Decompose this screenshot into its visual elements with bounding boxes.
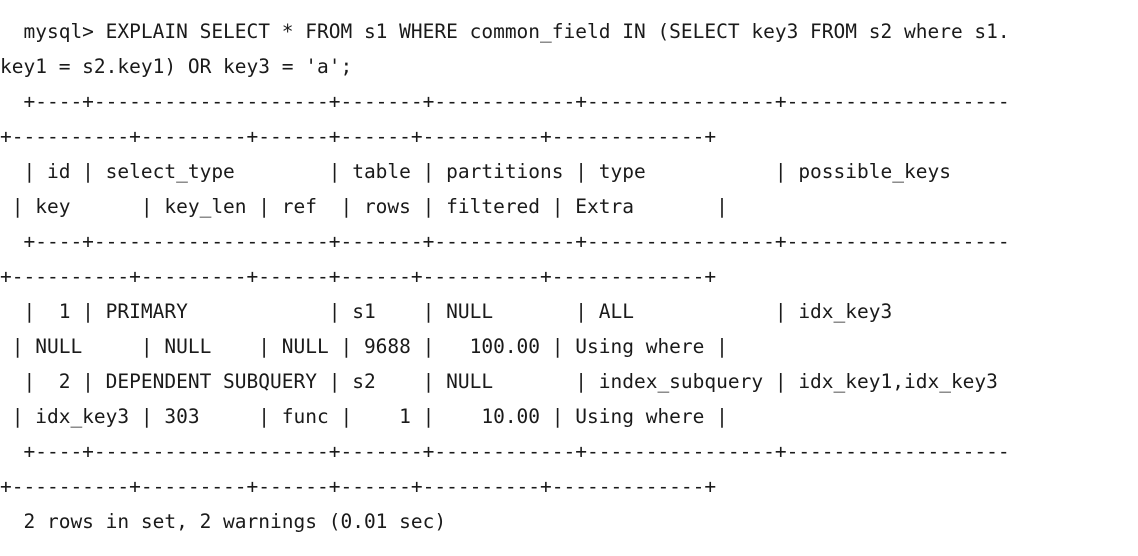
table-border-mid-1: +----+--------------------+-------+-----…: [0, 230, 1010, 253]
table-row-2-line-2: | idx_key3 | 303 | func | 1 | 10.00 | Us…: [0, 405, 728, 428]
table-border-top-1: +----+--------------------+-------+-----…: [0, 90, 1010, 113]
table-row-1-line-2: | NULL | NULL | NULL | 9688 | 100.00 | U…: [0, 335, 728, 358]
table-row-2-line-1: | 2 | DEPENDENT SUBQUERY | s2 | NULL | i…: [0, 370, 998, 393]
table-border-bottom-1: +----+--------------------+-------+-----…: [0, 440, 1010, 463]
table-header-line-2: | key | key_len | ref | rows | filtered …: [0, 195, 728, 218]
result-summary-line: 2 rows in set, 2 warnings (0.01 sec): [0, 510, 447, 533]
table-header-line-1: | id | select_type | table | partitions …: [0, 160, 951, 183]
sql-command-line-1: mysql> EXPLAIN SELECT * FROM s1 WHERE co…: [0, 20, 1010, 43]
table-border-bottom-2: +----------+---------+------+------+----…: [0, 475, 717, 498]
sql-command-line-2: key1 = s2.key1) OR key3 = 'a';: [0, 55, 353, 78]
table-border-top-2: +----------+---------+------+------+----…: [0, 125, 717, 148]
table-row-1-line-1: | 1 | PRIMARY | s1 | NULL | ALL | idx_ke…: [0, 300, 893, 323]
table-border-mid-2: +----------+---------+------+------+----…: [0, 265, 717, 288]
